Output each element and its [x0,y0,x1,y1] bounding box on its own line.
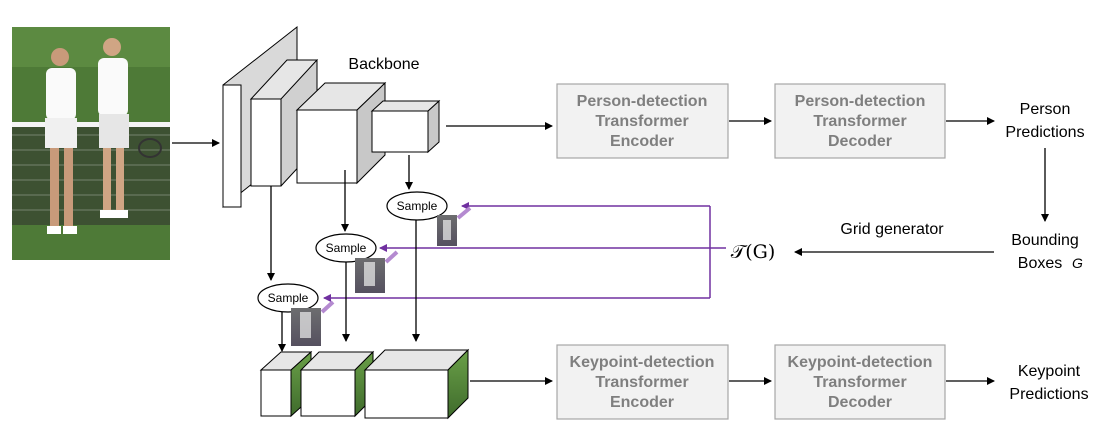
backbone-label: Backbone [348,56,419,73]
grid-generator-label: Grid generator [840,221,944,238]
sample-node-3: Sample [257,283,319,313]
svg-text:Sample: Sample [326,241,367,255]
svg-text:Transformer: Transformer [813,374,906,391]
svg-text:Bounding: Bounding [1011,232,1079,249]
person-decoder-box: Person-detection Transformer Decoder [774,83,946,159]
svg-text:Sample: Sample [268,291,309,305]
sampling-grid-lines [323,202,726,302]
keypoint-decoder-box: Keypoint-detection Transformer Decoder [774,344,946,420]
svg-text:Person-detection: Person-detection [795,93,926,110]
backbone-stage-4 [370,99,441,154]
keypoint-predictions-label: Keypoint Predictions [1009,363,1088,403]
svg-text:G: G [1072,255,1083,271]
person-predictions-label: Person Predictions [1005,101,1084,141]
keypoint-encoder-box: Keypoint-detection Transformer Encoder [556,344,729,420]
svg-text:Predictions: Predictions [1009,386,1088,403]
svg-text:Encoder: Encoder [610,394,674,411]
bounding-boxes-label: Bounding Boxes G [1011,232,1083,272]
sampled-crop-2 [355,250,399,293]
sampled-feature-2 [299,350,375,418]
sample-node-1: Sample [386,191,448,221]
svg-text:Boxes: Boxes [1018,255,1062,272]
svg-text:Sample: Sample [397,199,438,213]
sampled-feature-3 [363,348,470,420]
person-encoder-box: Person-detection Transformer Encoder [556,83,729,159]
svg-text:Transformer: Transformer [813,113,906,130]
svg-text:Transformer: Transformer [595,374,688,391]
sampled-crop-3 [291,300,335,346]
sampled-crop-1 [437,206,472,246]
svg-text:Keypoint-detection: Keypoint-detection [570,354,715,371]
svg-text:Person-detection: Person-detection [577,93,708,110]
svg-text:Predictions: Predictions [1005,124,1084,141]
svg-text:Decoder: Decoder [828,394,892,411]
input-image [12,27,170,260]
backbone-stage-3 [295,81,387,185]
svg-text:Transformer: Transformer [595,113,688,130]
svg-text:Decoder: Decoder [828,133,892,150]
svg-text:Encoder: Encoder [610,133,674,150]
svg-text:Keypoint-detection: Keypoint-detection [788,354,933,371]
svg-text:Person: Person [1020,101,1071,118]
transform-label: 𝒯(G) [731,241,776,263]
sample-node-2: Sample [315,233,377,263]
svg-text:Keypoint: Keypoint [1018,363,1081,380]
